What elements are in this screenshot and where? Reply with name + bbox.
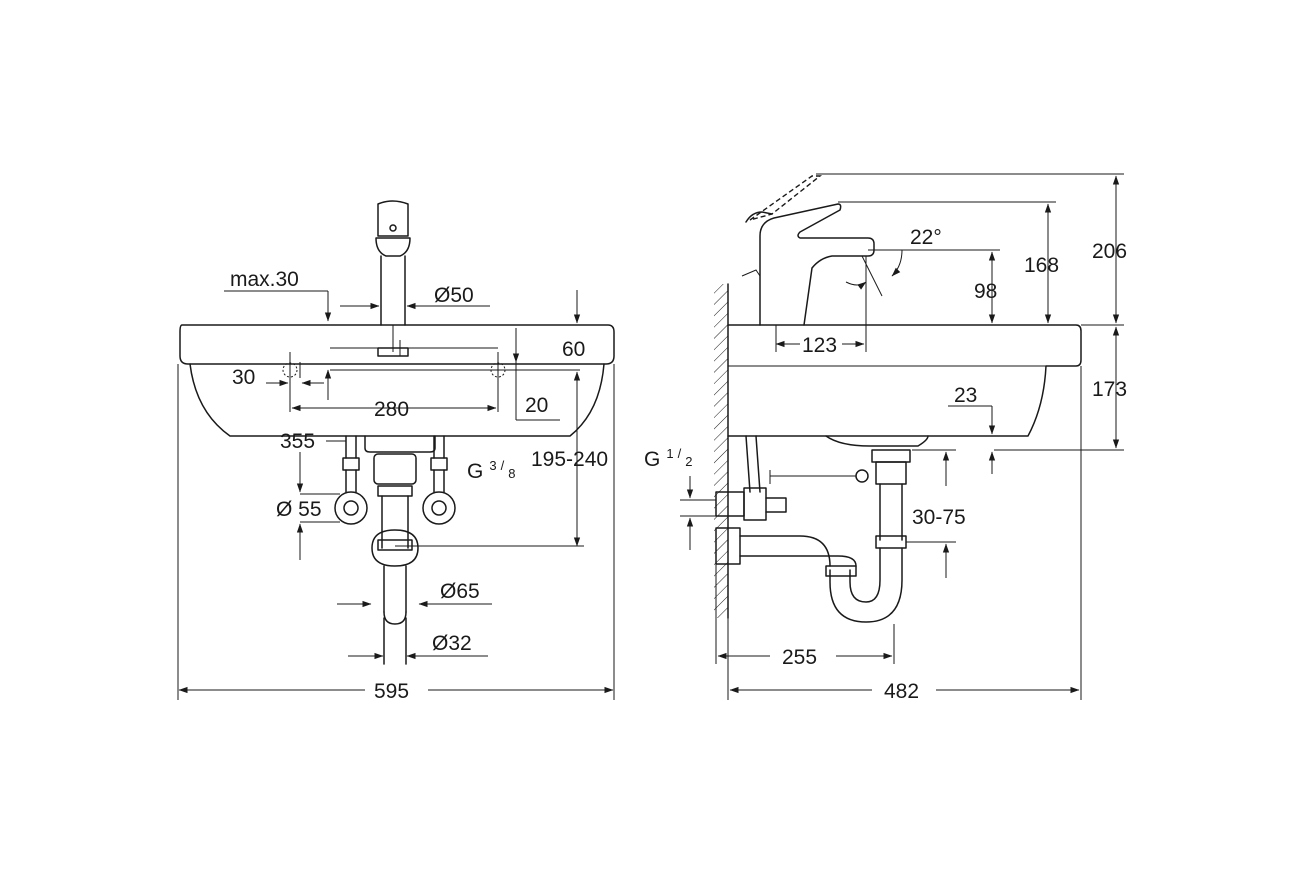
- side-basin: [727, 324, 1082, 437]
- dim-side-hole: 30: [232, 366, 255, 389]
- dim-height-206: 206: [1092, 240, 1127, 263]
- side-dimensions: [680, 173, 1124, 700]
- dim-thread-side: G 1 / 2: [644, 445, 692, 471]
- front-view: max.30 Ø50 60 30 280 20 355 195-240 G 3 …: [177, 200, 615, 703]
- dim-rim-height: 60: [562, 338, 585, 361]
- front-dimensions: [177, 290, 615, 700]
- dim-drain-range: 195-240: [531, 448, 608, 471]
- dim-max-30: max.30: [230, 268, 299, 291]
- dim-thread-front: G 3 / 8: [467, 457, 515, 483]
- dim-width: 595: [374, 680, 409, 703]
- dim-wall-distance: 255: [782, 646, 817, 669]
- dim-hole-offset: 20: [525, 394, 548, 417]
- front-faucet: [375, 200, 411, 357]
- dim-height-168: 168: [1024, 254, 1059, 277]
- dim-basin-height: 173: [1092, 378, 1127, 401]
- dim-supply-height: 355: [280, 430, 315, 453]
- dim-trap-range: 30-75: [912, 506, 966, 529]
- dim-angle: 22°: [910, 226, 942, 249]
- front-supply-hoses: [334, 435, 456, 525]
- side-faucet: [741, 175, 883, 326]
- side-view: 22° 168 206 98 123 173 23 G 1 / 2 30-75 …: [644, 173, 1127, 703]
- dim-height-98: 98: [974, 280, 997, 303]
- dim-spout-diameter: Ø50: [434, 284, 474, 307]
- dim-depth: 482: [884, 680, 919, 703]
- front-basin-bowl: [189, 363, 605, 437]
- side-wall-hatch: [714, 284, 728, 618]
- dim-rosette-diameter: Ø 55: [276, 498, 322, 521]
- dim-reach: 123: [802, 334, 837, 357]
- dim-drain-offset: 23: [954, 384, 977, 407]
- side-drain-trap: [715, 435, 929, 623]
- dim-drain-diameter: Ø32: [432, 632, 472, 655]
- dim-trap-diameter: Ø65: [440, 580, 480, 603]
- dim-hole-spacing: 280: [374, 398, 409, 421]
- front-basin-rim: [179, 324, 615, 365]
- front-drain-trap: [364, 435, 436, 665]
